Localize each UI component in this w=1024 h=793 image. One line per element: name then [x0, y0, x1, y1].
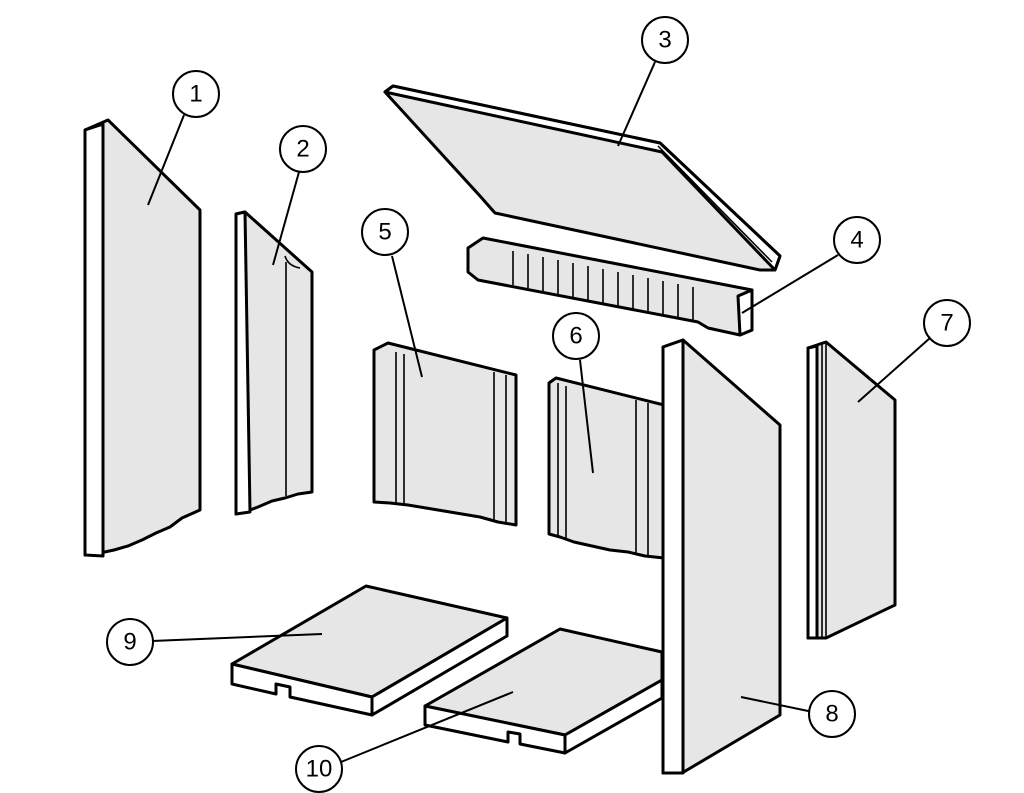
callout-8-circle: [808, 690, 856, 738]
part-7-rear-right-panel: [806, 340, 897, 640]
part-5-back-panel-left: [372, 341, 518, 527]
callout-5: 5: [361, 208, 409, 256]
leader-8: [740, 696, 814, 713]
part-1-left-side-panel: [83, 118, 202, 558]
callout-4: 4: [833, 216, 881, 264]
callout-2-circle: [279, 125, 327, 173]
callout-6-circle: [552, 312, 600, 360]
callout-4-circle: [833, 216, 881, 264]
callout-5-label: 5: [378, 219, 391, 246]
leader-lines: [147, 61, 931, 763]
callout-2-label: 2: [296, 136, 309, 163]
part-8-right-side-panel: [661, 338, 782, 775]
callout-9: 9: [106, 618, 154, 666]
callout-8: 8: [808, 690, 856, 738]
callout-10-circle: [295, 745, 343, 793]
callout-7-label: 7: [940, 310, 953, 337]
part-3-top-deflector-plate: [383, 84, 782, 272]
callout-9-label: 9: [123, 629, 136, 656]
callout-3-label: 3: [658, 27, 671, 54]
callout-1-circle: [172, 70, 220, 118]
leader-10: [340, 691, 514, 763]
callout-7-circle: [923, 299, 971, 347]
callout-10-label: 10: [306, 756, 333, 783]
callout-3: 3: [641, 16, 689, 64]
leader-1: [147, 114, 185, 206]
callout-1: 1: [172, 70, 220, 118]
leader-7: [857, 337, 931, 403]
callout-5-circle: [361, 208, 409, 256]
callout-7: 7: [923, 299, 971, 347]
callout-1-label: 1: [189, 81, 202, 108]
leader-4: [741, 254, 839, 314]
leader-9: [151, 633, 323, 642]
callout-10: 10: [295, 745, 343, 793]
part-6-back-panel-right: [547, 376, 666, 560]
leader-6: [579, 359, 594, 474]
callout-6: 6: [552, 312, 600, 360]
part-4-ribbed-bar: [466, 236, 754, 337]
leader-3: [617, 61, 656, 147]
callout-3-circle: [641, 16, 689, 64]
callout-4-label: 4: [850, 227, 863, 254]
part-9-base-plate-front: [230, 584, 509, 717]
leader-5: [391, 255, 423, 378]
callout-9-circle: [106, 618, 154, 666]
leader-2: [272, 171, 300, 266]
callout-2: 2: [279, 125, 327, 173]
callout-8-label: 8: [825, 701, 838, 728]
part-10-base-plate-rear: [423, 627, 664, 755]
callout-6-label: 6: [569, 323, 582, 350]
part-2-narrow-side-panel: [234, 210, 314, 516]
